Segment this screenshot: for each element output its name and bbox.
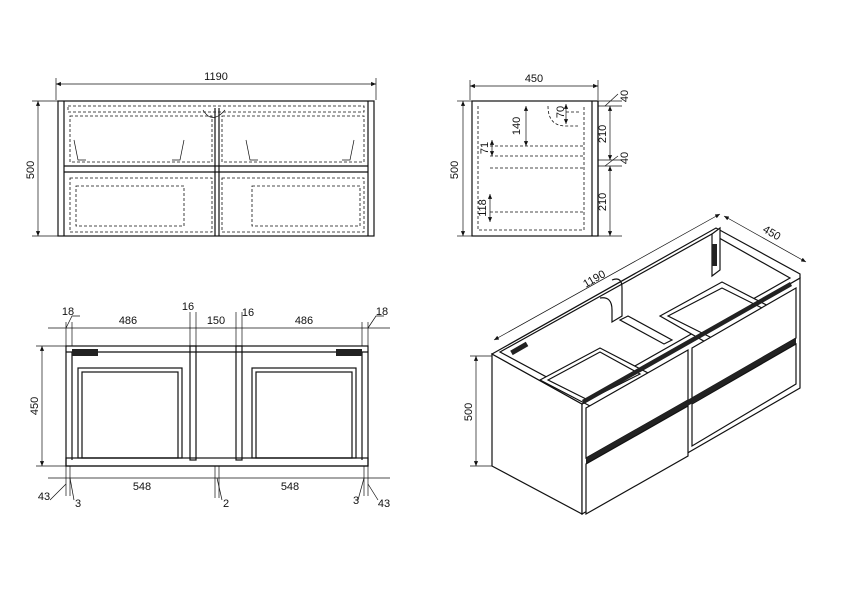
cutout-depth-label: 140: [511, 117, 523, 135]
cutout-width-label: 70: [555, 106, 567, 118]
center-label: 150: [207, 315, 225, 327]
upper-drawer-label: 210: [597, 125, 609, 143]
side-carcass: [471, 100, 599, 237]
gap-left-label: 3: [75, 498, 81, 510]
plan-view: 18 18 486 486 16 16 150 450 548: [29, 301, 390, 510]
front-height-label: 500: [25, 161, 37, 179]
upper-offset-label: 71: [479, 142, 491, 154]
mid-gap-label: 40: [619, 152, 631, 164]
side-width-label: 450: [525, 73, 543, 85]
bay-left-label: 486: [119, 315, 137, 327]
front-view: 1190 500: [25, 71, 377, 237]
lower-drawer-label: 210: [597, 193, 609, 211]
side-view: 450 500 140 70 71 118 210 210: [449, 73, 631, 237]
front-left-label: 548: [133, 481, 151, 493]
edge-left-label: 18: [62, 306, 74, 318]
gap-right-label: 3: [353, 495, 359, 507]
divider-right-label: 16: [242, 307, 254, 319]
iso-width-label: 1190: [581, 268, 607, 290]
edge-right-label: 18: [376, 306, 388, 318]
front-right-label: 548: [281, 481, 299, 493]
bay-right-label: 486: [295, 315, 313, 327]
overhang-right-label: 43: [378, 498, 390, 510]
side-height-label: 500: [449, 161, 461, 179]
plan-depth-label: 450: [29, 397, 41, 415]
front-width-label: 1190: [204, 71, 228, 83]
gap-center-label: 2: [223, 498, 229, 510]
top-gap-label: 40: [619, 90, 631, 102]
isometric-view: 1190 450 500: [463, 213, 807, 516]
lower-offset-label: 118: [477, 199, 489, 217]
front-carcass: [57, 100, 375, 237]
iso-depth-label: 450: [761, 224, 783, 244]
divider-left-label: 16: [182, 301, 194, 313]
overhang-left-label: 43: [38, 491, 50, 503]
iso-height-label: 500: [463, 403, 475, 421]
